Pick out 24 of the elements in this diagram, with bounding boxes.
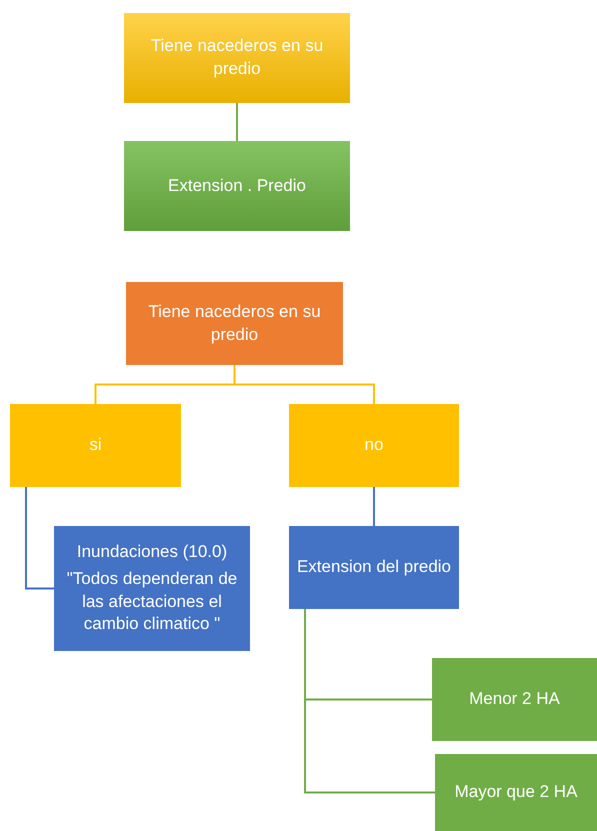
box-label: Inundaciones (10.0) (76, 540, 228, 563)
box-note: "Todos dependeran de las afectaciones el cambio climatico " (66, 568, 238, 636)
box-label: Menor 2 HA (469, 688, 560, 710)
connector-line (234, 365, 375, 404)
box-label: Extension del predio (296, 556, 452, 578)
connector-line (373, 487, 375, 526)
option-box (435, 754, 597, 831)
box-label: Tiene nacederos en su predio (147, 300, 322, 346)
box-label: Mayor que 2 HA (454, 781, 578, 804)
decision-box (124, 13, 350, 103)
option-box (10, 404, 181, 487)
connector-line (304, 609, 435, 794)
box-label: si (89, 434, 102, 456)
connector-line (236, 103, 238, 141)
process-box (289, 526, 459, 609)
box-label: Extension . Predio (168, 174, 306, 197)
option-box (432, 658, 597, 741)
box-label: no (364, 434, 384, 456)
box-label: Tiene nacederos en su predio (150, 35, 324, 80)
option-box (289, 404, 459, 487)
connector-line (25, 487, 54, 590)
result-box (54, 526, 250, 651)
process-box (124, 141, 350, 231)
decision-box (126, 282, 343, 365)
